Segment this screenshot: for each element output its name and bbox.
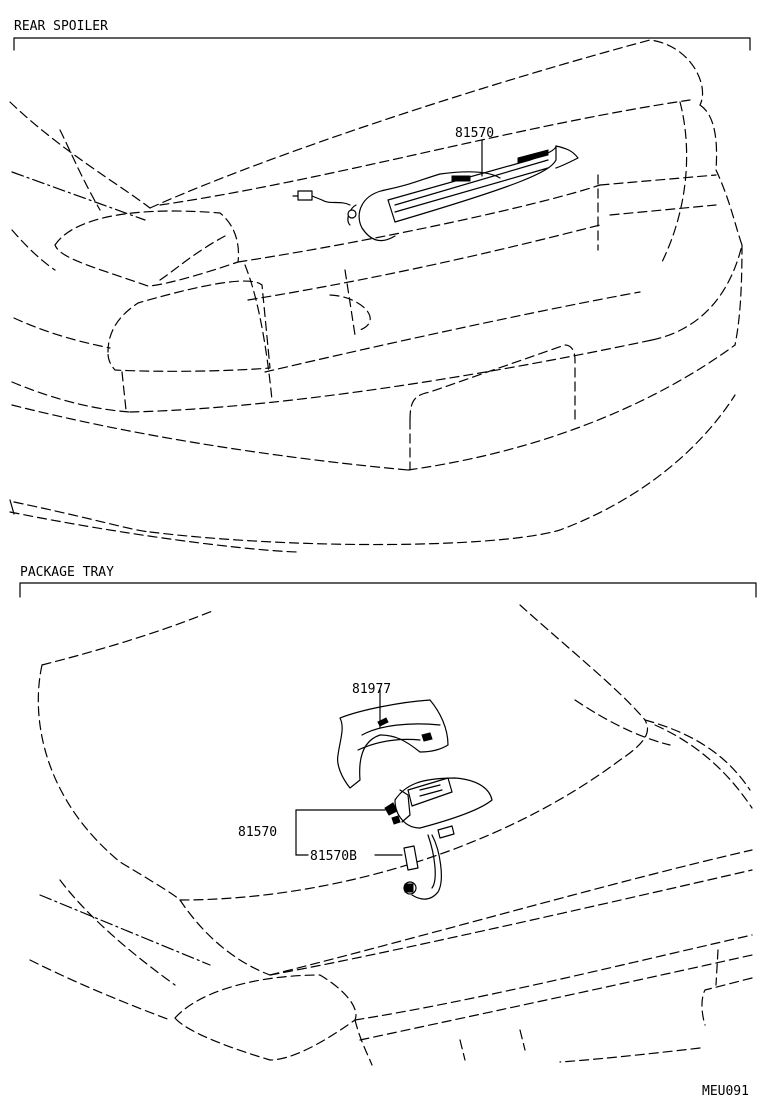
section-bracket-package-tray [19,582,757,598]
car-interior-outline [29,604,753,1066]
section-bracket-rear-spoiler [13,37,751,51]
lamp-cover [337,689,449,789]
car-rear-outline [9,39,743,553]
section-title-package-tray: PACKAGE TRAY [20,565,114,580]
part-label-81570-spoiler: 81570 [455,126,494,141]
part-label-81570-package-tray: 81570 [238,825,277,840]
part-label-81977: 81977 [352,682,391,697]
high-mount-stop-lamp-package-tray [295,777,493,900]
section-title-rear-spoiler: REAR SPOILER [14,19,108,34]
part-label-81570b: 81570B [310,849,357,864]
high-mount-stop-lamp-spoiler [292,139,579,242]
rear-spoiler-section: REAR SPOILER [9,19,751,553]
illustration-code: MEU091 [702,1084,749,1099]
package-tray-section: PACKAGE TRAY [19,565,757,1066]
